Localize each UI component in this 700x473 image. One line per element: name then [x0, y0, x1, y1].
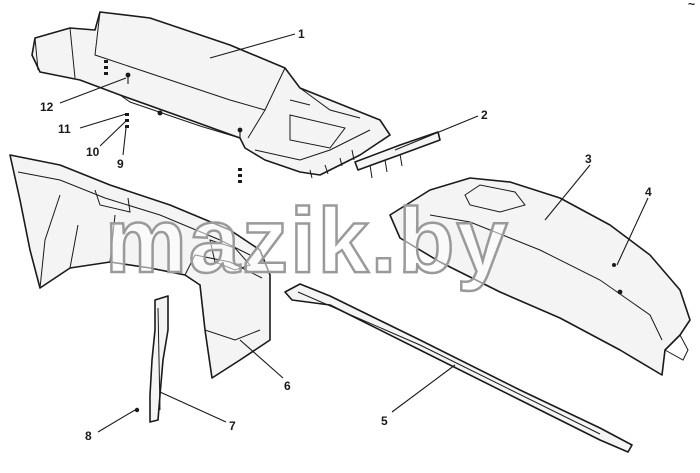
part-6-lower-panel [9, 154, 271, 379]
fasteners-9-12 [104, 60, 243, 183]
callout-3: 3 [585, 152, 592, 166]
part-8-screw [134, 407, 140, 413]
callout-labels: 1 2 3 4 5 6 7 8 9 10 11 12 [40, 27, 652, 443]
callout-1: 1 [298, 27, 305, 41]
callout-12: 12 [40, 100, 54, 114]
part-5-sill-strip [284, 283, 633, 453]
part-2-trim-strip [354, 131, 441, 179]
callout-4: 4 [645, 185, 652, 199]
part-7-vertical-trim [149, 295, 169, 423]
leader-lines [59, 33, 649, 433]
callout-11: 11 [58, 122, 71, 136]
callout-9: 9 [117, 157, 124, 171]
part-3-cover-panel [389, 177, 691, 376]
watermark-text: mazik.by [105, 190, 510, 292]
callout-7: 7 [229, 419, 236, 433]
callout-6: 6 [284, 379, 291, 393]
part-1-instrument-panel [31, 11, 391, 179]
callout-10: 10 [86, 145, 100, 159]
callout-2: 2 [481, 108, 488, 122]
corner-mark: ~ [688, 0, 695, 11]
callout-8: 8 [85, 429, 92, 443]
callout-5: 5 [381, 414, 388, 428]
